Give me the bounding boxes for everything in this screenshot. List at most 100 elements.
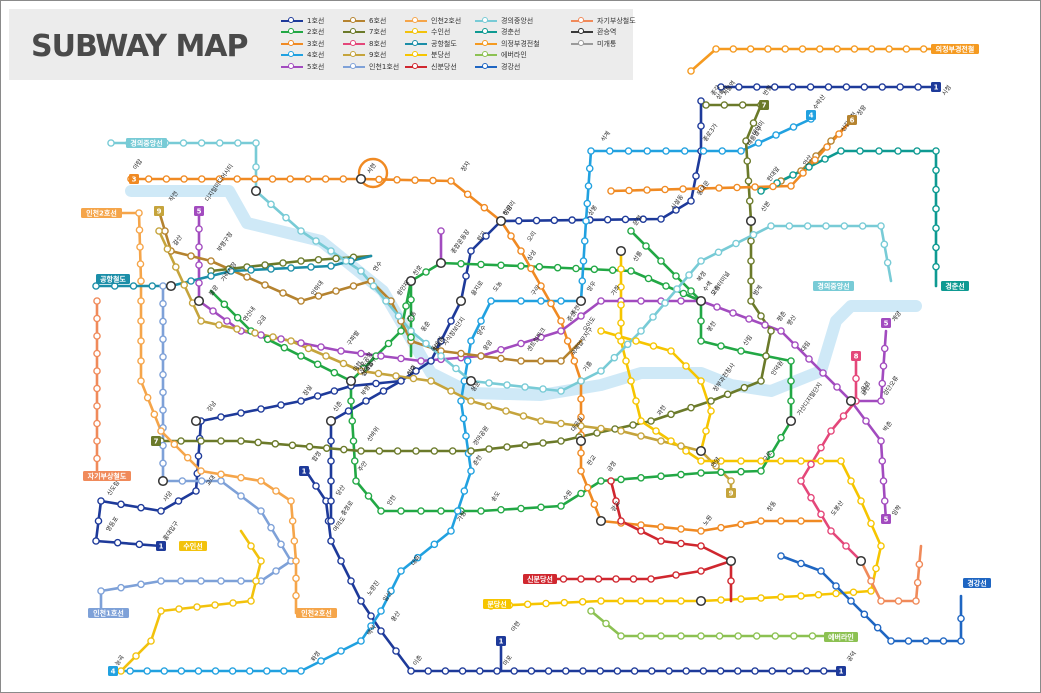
- station-dot[interactable]: [932, 262, 940, 271]
- station-dot[interactable]: [312, 237, 320, 245]
- station-dot[interactable]: [637, 597, 645, 605]
- station-dot[interactable]: [821, 155, 829, 163]
- station-dot[interactable]: [452, 364, 460, 373]
- station-dot[interactable]: [717, 468, 725, 477]
- station-dot[interactable]: [384, 339, 393, 348]
- station-dot[interactable]: [808, 632, 817, 640]
- station-dot[interactable]: [349, 282, 358, 290]
- station-dot[interactable]: [357, 597, 365, 605]
- station-dot[interactable]: [677, 470, 685, 479]
- station-dot[interactable]: [261, 261, 269, 269]
- station-dot[interactable]: [570, 357, 579, 365]
- station-dot[interactable]: [209, 307, 217, 315]
- station-dot[interactable]: [271, 440, 280, 448]
- station-dot[interactable]: [584, 182, 593, 190]
- station-dot[interactable]: [327, 262, 335, 270]
- station-dot[interactable]: [503, 443, 511, 451]
- transfer-station[interactable]: [595, 515, 607, 527]
- station-dot[interactable]: [643, 186, 651, 194]
- station-dot[interactable]: [768, 667, 777, 675]
- station-dot[interactable]: [617, 283, 625, 291]
- station-dot[interactable]: [379, 387, 388, 395]
- station-dot[interactable]: [577, 575, 585, 583]
- station-dot[interactable]: [267, 200, 275, 209]
- station-dot[interactable]: [143, 393, 152, 402]
- station-dot[interactable]: [607, 477, 615, 485]
- station-dot[interactable]: [939, 637, 948, 645]
- station-dot[interactable]: [648, 667, 656, 675]
- station-dot[interactable]: [833, 45, 841, 53]
- station-dot[interactable]: [514, 216, 523, 225]
- station-dot[interactable]: [627, 227, 635, 235]
- station-dot[interactable]: [282, 213, 290, 222]
- station-dot[interactable]: [617, 427, 625, 435]
- station-dot[interactable]: [679, 289, 688, 298]
- station-dot[interactable]: [217, 437, 225, 445]
- station-dot[interactable]: [447, 177, 455, 185]
- station-dot[interactable]: [170, 440, 179, 449]
- station-dot[interactable]: [697, 184, 705, 193]
- station-dot[interactable]: [617, 265, 625, 273]
- station-dot[interactable]: [687, 403, 695, 412]
- station-dot[interactable]: [662, 147, 670, 155]
- station-dot[interactable]: [712, 45, 720, 53]
- station-dot[interactable]: [159, 299, 167, 308]
- station-dot[interactable]: [637, 417, 645, 425]
- transfer-station[interactable]: [785, 415, 797, 427]
- station-dot[interactable]: [220, 300, 229, 309]
- station-dot[interactable]: [913, 147, 921, 155]
- station-dot[interactable]: [375, 447, 384, 455]
- station-dot[interactable]: [330, 368, 339, 377]
- station-dot[interactable]: [827, 427, 835, 435]
- station-dot[interactable]: [417, 357, 425, 365]
- station-dot[interactable]: [144, 175, 153, 183]
- station-dot[interactable]: [757, 187, 765, 195]
- station-dot[interactable]: [597, 297, 605, 305]
- station-dot[interactable]: [727, 577, 735, 585]
- station-dot[interactable]: [772, 131, 780, 139]
- station-dot[interactable]: [643, 147, 652, 155]
- station-dot[interactable]: [197, 175, 206, 183]
- station-dot[interactable]: [194, 452, 203, 460]
- station-dot[interactable]: [327, 437, 335, 445]
- station-dot[interactable]: [557, 387, 565, 395]
- station-dot[interactable]: [749, 119, 758, 127]
- station-dot[interactable]: [292, 557, 300, 565]
- station-dot[interactable]: [251, 329, 259, 337]
- station-dot[interactable]: [497, 261, 505, 270]
- station-dot[interactable]: [411, 176, 419, 184]
- station-dot[interactable]: [211, 667, 220, 675]
- station-dot[interactable]: [237, 473, 245, 482]
- station-dot[interactable]: [332, 254, 340, 263]
- station-dot[interactable]: [339, 175, 348, 183]
- station-dot[interactable]: [290, 537, 299, 545]
- station-dot[interactable]: [297, 397, 305, 405]
- station-dot[interactable]: [922, 637, 930, 645]
- station-dot[interactable]: [737, 520, 745, 529]
- station-dot[interactable]: [179, 139, 188, 147]
- station-dot[interactable]: [327, 247, 335, 255]
- station-dot[interactable]: [297, 352, 305, 360]
- station-dot[interactable]: [712, 462, 720, 470]
- station-dot[interactable]: [734, 632, 742, 640]
- station-dot[interactable]: [716, 667, 725, 675]
- station-dot[interactable]: [93, 297, 101, 305]
- station-dot[interactable]: [753, 83, 761, 91]
- station-dot[interactable]: [277, 540, 285, 549]
- station-dot[interactable]: [159, 335, 167, 343]
- station-dot[interactable]: [608, 266, 617, 274]
- station-dot[interactable]: [577, 377, 585, 385]
- station-dot[interactable]: [521, 383, 529, 391]
- station-dot[interactable]: [297, 227, 305, 235]
- transfer-station[interactable]: [695, 445, 707, 457]
- station-dot[interactable]: [348, 417, 357, 425]
- station-dot[interactable]: [797, 457, 805, 465]
- station-dot[interactable]: [644, 274, 653, 283]
- station-dot[interactable]: [785, 222, 794, 230]
- station-dot[interactable]: [247, 542, 255, 550]
- station-dot[interactable]: [215, 139, 224, 147]
- station-dot[interactable]: [207, 257, 215, 265]
- station-dot[interactable]: [372, 379, 380, 388]
- station-dot[interactable]: [261, 281, 269, 289]
- station-dot[interactable]: [521, 441, 529, 449]
